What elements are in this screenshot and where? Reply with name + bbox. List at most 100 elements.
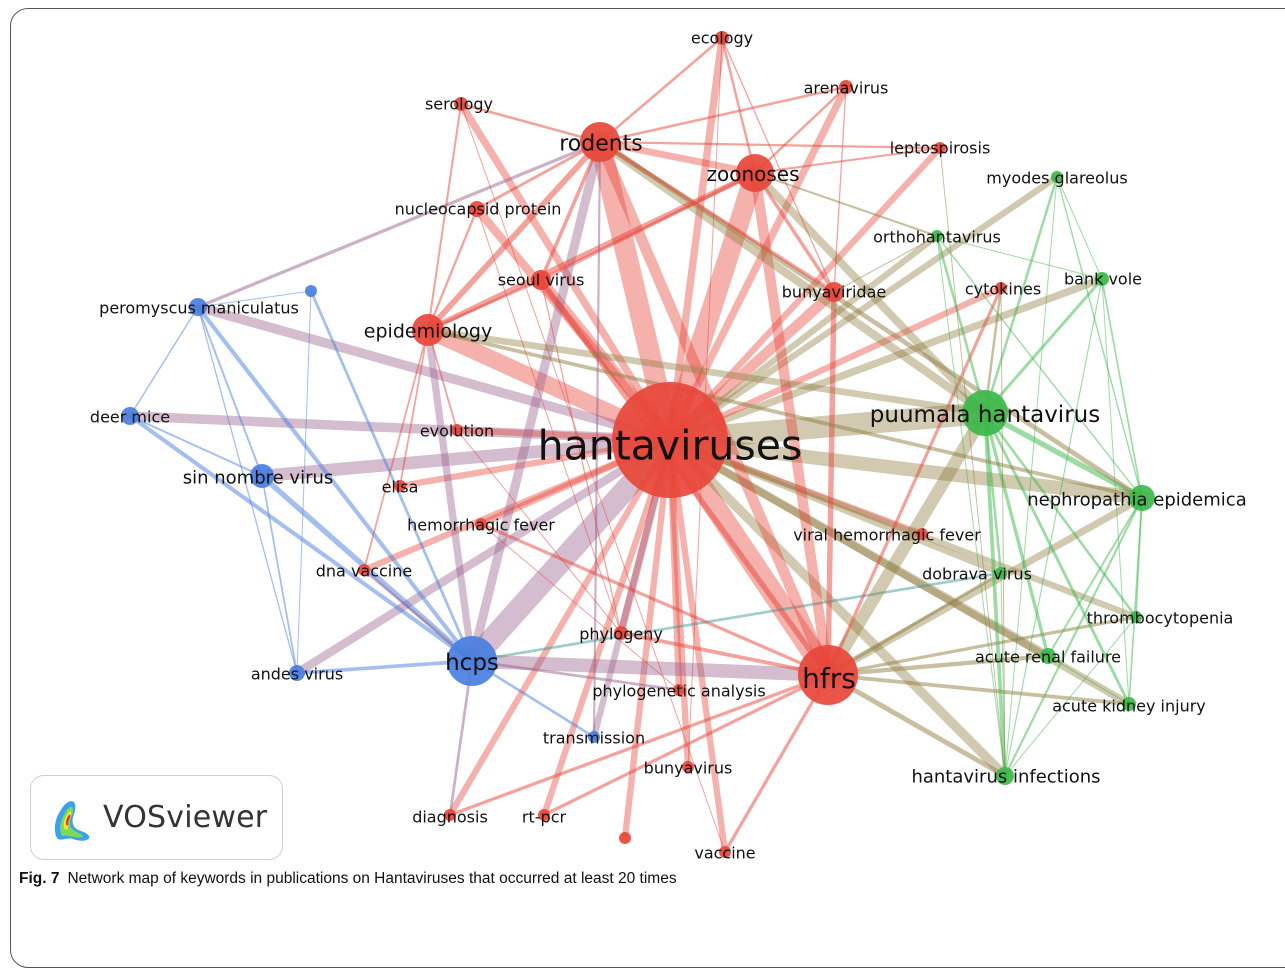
edge-orthohantavirus-hinfections	[936, 235, 1006, 777]
label-hemorrhagic: hemorrhagic fever	[407, 516, 555, 535]
label-hcps: hcps	[445, 650, 499, 676]
node-ecology[interactable]	[715, 31, 729, 45]
node-phyloanalysis[interactable]	[673, 684, 685, 696]
label-dnavaccine: dna vaccine	[316, 562, 412, 581]
edge-thrombo-hinfections	[1004, 616, 1137, 777]
node-dnavaccine[interactable]	[358, 564, 370, 576]
node-hantaviruses[interactable]	[612, 382, 728, 498]
node-zoonoses[interactable]	[736, 154, 774, 192]
edge-puumala-orthohantavirus	[935, 234, 987, 415]
edge-hantaviruses-deermice	[125, 411, 675, 445]
node-transmission[interactable]	[588, 731, 600, 743]
edge-hantaviruses-serology	[457, 100, 674, 444]
edge-hantaviruses-diagnosis	[446, 436, 674, 819]
edge-zoonoses-ecology	[720, 36, 757, 175]
label-deermice: deer mice	[90, 408, 170, 427]
label-thrombo: thrombocytopenia	[1087, 609, 1234, 628]
edge-hfrs-phylogeny	[619, 631, 830, 677]
node-puumala[interactable]	[962, 390, 1008, 436]
edge-myodes-bankvole	[1056, 176, 1103, 280]
edge-rodents-epidemiology	[425, 139, 603, 333]
edge-leptospirosis-hinfections	[939, 147, 1006, 777]
label-rodents: rodents	[559, 132, 643, 157]
node-vaccine[interactable]	[719, 846, 731, 858]
node-bankvole[interactable]	[1095, 272, 1109, 286]
edge-hfrs-diagnosis	[448, 673, 830, 817]
label-bunyavirus: bunyavirus	[644, 759, 733, 778]
node-hcps[interactable]	[447, 636, 497, 686]
node-bunyaviridae[interactable]	[824, 282, 844, 302]
edge-sinnombre-andes	[261, 475, 298, 674]
edge-epidemiology-nucleocapsid	[426, 207, 479, 332]
label-epidemiology: epidemiology	[364, 321, 492, 343]
edge-hcps-hfrs	[465, 654, 835, 682]
label-viralhf: viral hemorrhagic fever	[793, 526, 981, 545]
edge-zoonoses-bunyaviridae	[753, 171, 836, 294]
edge-puumala-zoonoses	[751, 169, 989, 417]
edge-hantaviruses-rtpcr	[540, 436, 674, 819]
label-nucleocapsid: nucleocapsid protein	[395, 200, 562, 219]
edge-hfrs-thrombo	[826, 615, 1138, 677]
vosviewer-density-icon	[54, 801, 90, 841]
edge-bunyaviridae-orthohantavirus	[833, 235, 938, 293]
label-puumala: puumala hantavirus	[870, 402, 1100, 428]
edge-puumala-aki	[983, 411, 1131, 706]
node-epidemiology[interactable]	[412, 314, 444, 346]
edge-hantaviruses-andes	[292, 435, 675, 678]
node-viralhf[interactable]	[916, 528, 928, 540]
node-evolution[interactable]	[451, 424, 463, 436]
node-hinfections[interactable]	[996, 767, 1014, 785]
label-rtpcr: rt-pcr	[522, 808, 567, 827]
node-leptospirosis[interactable]	[934, 142, 946, 154]
edge-rodents-ecology	[598, 36, 724, 144]
label-cytokines: cytokines	[965, 280, 1041, 299]
node-orthohantavirus[interactable]	[931, 230, 943, 242]
node-nucleocapsid[interactable]	[469, 201, 485, 217]
node-myodes[interactable]	[1051, 171, 1063, 183]
edge-hantaviruses-nephro	[663, 433, 1149, 505]
label-diagnosis: diagnosis	[412, 808, 488, 827]
edge-rodents-zoonoses	[596, 138, 759, 177]
node-phylogeny[interactable]	[614, 626, 628, 640]
node-arenavirus[interactable]	[839, 80, 853, 94]
label-dobrava: dobrava virus	[922, 565, 1032, 584]
node-aki[interactable]	[1122, 697, 1136, 711]
edge-peromyscus-rodents	[196, 140, 602, 309]
edge-hantaviruses-peromyscus	[193, 302, 675, 445]
node-bunyavirus[interactable]	[682, 761, 694, 773]
node-peromyscus[interactable]	[189, 298, 207, 316]
node-andes[interactable]	[289, 665, 305, 681]
node-cytokines[interactable]	[995, 282, 1007, 294]
node-rodents[interactable]	[580, 122, 620, 162]
node-diagnosis[interactable]	[444, 809, 456, 821]
label-serology: serology	[425, 95, 493, 114]
edge-hfrs-hemorrhagic	[479, 522, 830, 677]
label-andes: andes virus	[251, 665, 343, 684]
label-elisa: elisa	[382, 478, 419, 497]
label-arf: acute renal failure	[975, 648, 1121, 667]
label-vaccine: vaccine	[694, 844, 755, 863]
node-hfrs[interactable]	[798, 645, 858, 705]
node-seoul[interactable]	[531, 270, 551, 290]
edge-nephro-aki	[1128, 497, 1143, 705]
node-unl_red[interactable]	[619, 832, 631, 844]
label-peromyscus: peromyscus maniculatus	[99, 299, 299, 318]
node-nephro[interactable]	[1129, 485, 1155, 511]
edge-puumala-thrombo	[983, 411, 1138, 619]
node-deermice[interactable]	[121, 407, 139, 425]
edge-nephro-arf	[1047, 497, 1143, 657]
node-hemorrhagic[interactable]	[475, 518, 487, 530]
label-leptospirosis: leptospirosis	[890, 139, 991, 158]
edge-hfrs-hinfections	[825, 672, 1008, 779]
node-unl_blue[interactable]	[305, 285, 317, 297]
node-thrombo[interactable]	[1130, 611, 1142, 623]
node-serology[interactable]	[454, 97, 468, 111]
node-sinnombre[interactable]	[250, 464, 274, 488]
node-dobrava[interactable]	[995, 567, 1007, 579]
edge-bankvole-aki	[1101, 278, 1130, 705]
label-aki: acute kidney injury	[1052, 697, 1206, 716]
node-arf[interactable]	[1040, 648, 1056, 664]
node-elisa[interactable]	[394, 480, 406, 492]
node-rtpcr[interactable]	[538, 809, 550, 821]
